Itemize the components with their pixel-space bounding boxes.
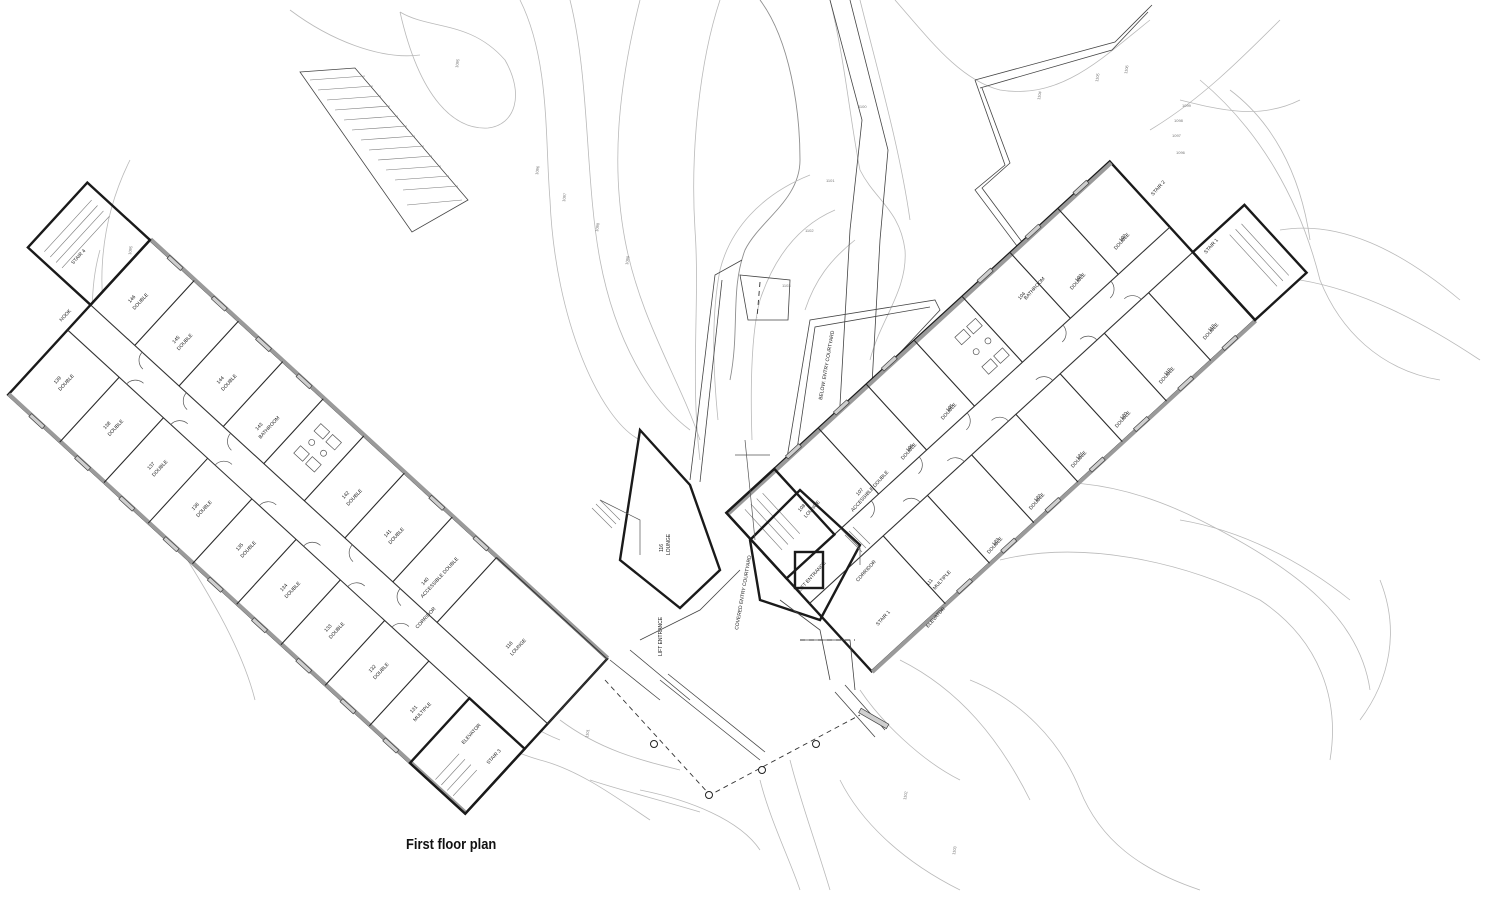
room-label: STAIR 2: [1150, 179, 1167, 197]
room-label: 105: [945, 403, 955, 413]
west-lounge-wedge: 116 LOUNGE LIFT ENTRANCE: [591, 427, 722, 656]
room-label: 103: [1074, 273, 1084, 283]
room-label: 136: [191, 502, 201, 512]
room-label: 122: [1033, 493, 1043, 503]
svg-text:1095: 1095: [454, 58, 461, 68]
room-label: 132: [368, 664, 378, 674]
svg-text:1098: 1098: [1174, 118, 1184, 123]
svg-text:1101: 1101: [584, 728, 591, 738]
room-label: 121: [1075, 451, 1085, 461]
svg-text:COVERED ENTRY COURTYARD: COVERED ENTRY COURTYARD: [734, 555, 753, 631]
east-wing: [724, 159, 1309, 674]
column-marker: [705, 791, 713, 799]
room-label: 142: [341, 490, 351, 500]
svg-text:1099: 1099: [624, 255, 631, 265]
room-label: 138: [102, 421, 112, 431]
svg-text:1096: 1096: [1176, 150, 1186, 155]
room-label: 131: [409, 704, 419, 714]
room-label: 106: [905, 443, 915, 453]
room-label: STAIR 4: [70, 248, 87, 266]
svg-text:1097: 1097: [561, 192, 568, 202]
svg-text:1104: 1104: [1036, 90, 1043, 100]
room-label: 141: [383, 529, 393, 539]
svg-text:1098: 1098: [594, 222, 601, 232]
room-label: 133: [323, 623, 333, 633]
room-label: 144: [216, 375, 226, 385]
room-label: 116: [659, 544, 665, 552]
room-label: 137: [146, 461, 156, 471]
plan-title: First floor plan: [406, 836, 497, 853]
room-label: 135: [235, 542, 245, 552]
site-retaining-wall: [974, 4, 1153, 251]
svg-text:1105: 1105: [1094, 72, 1101, 82]
room-label: LIFT ENTRANCE: [658, 616, 664, 656]
svg-text:1103: 1103: [951, 845, 958, 855]
room-label: 119: [1163, 367, 1173, 377]
room-label: 139: [53, 375, 63, 385]
svg-text:BELOW: ENTRY COURTYARD: BELOW: ENTRY COURTYARD: [818, 330, 836, 400]
svg-text:1103: 1103: [782, 283, 791, 288]
room-label: 104: [1017, 291, 1027, 301]
room-label: 102: [1118, 233, 1128, 243]
column-marker: [650, 740, 658, 748]
room-label: 134: [279, 583, 289, 593]
room-label: 107: [855, 487, 865, 497]
column-marker: [758, 766, 766, 774]
exterior-stair-west: [299, 67, 469, 233]
svg-text:1097: 1097: [1172, 133, 1182, 138]
svg-text:1106: 1106: [1123, 64, 1130, 74]
room-label: LOUNGE: [666, 533, 672, 555]
room-label: 108: [797, 503, 807, 513]
room-label: 111: [925, 578, 935, 588]
svg-text:1102: 1102: [805, 228, 814, 233]
room-label: 140: [420, 576, 430, 586]
room-label: 116: [505, 640, 515, 650]
central-pathway: [604, 0, 941, 799]
room-label: 118: [1207, 323, 1217, 333]
room-label: 146: [127, 294, 137, 304]
svg-text:1099: 1099: [1182, 103, 1192, 108]
svg-text:1096: 1096: [534, 165, 541, 175]
west-wing: 139 DOUBLE 138 DOUBLE 137 DOUBLE 136 DOU…: [6, 180, 610, 816]
svg-text:1100: 1100: [858, 104, 867, 109]
svg-text:1095: 1095: [127, 245, 134, 255]
room-label: 145: [171, 335, 181, 345]
svg-text:1102: 1102: [902, 790, 909, 800]
room-label: 143: [254, 422, 264, 432]
east-lounge-entry: [744, 439, 871, 622]
column-marker: [812, 740, 820, 748]
room-label: 123: [991, 537, 1001, 547]
room-label: 120: [1119, 411, 1129, 421]
svg-text:1101: 1101: [826, 178, 835, 183]
entry-walkways: [609, 569, 856, 701]
room-label: NOOK: [59, 308, 74, 323]
